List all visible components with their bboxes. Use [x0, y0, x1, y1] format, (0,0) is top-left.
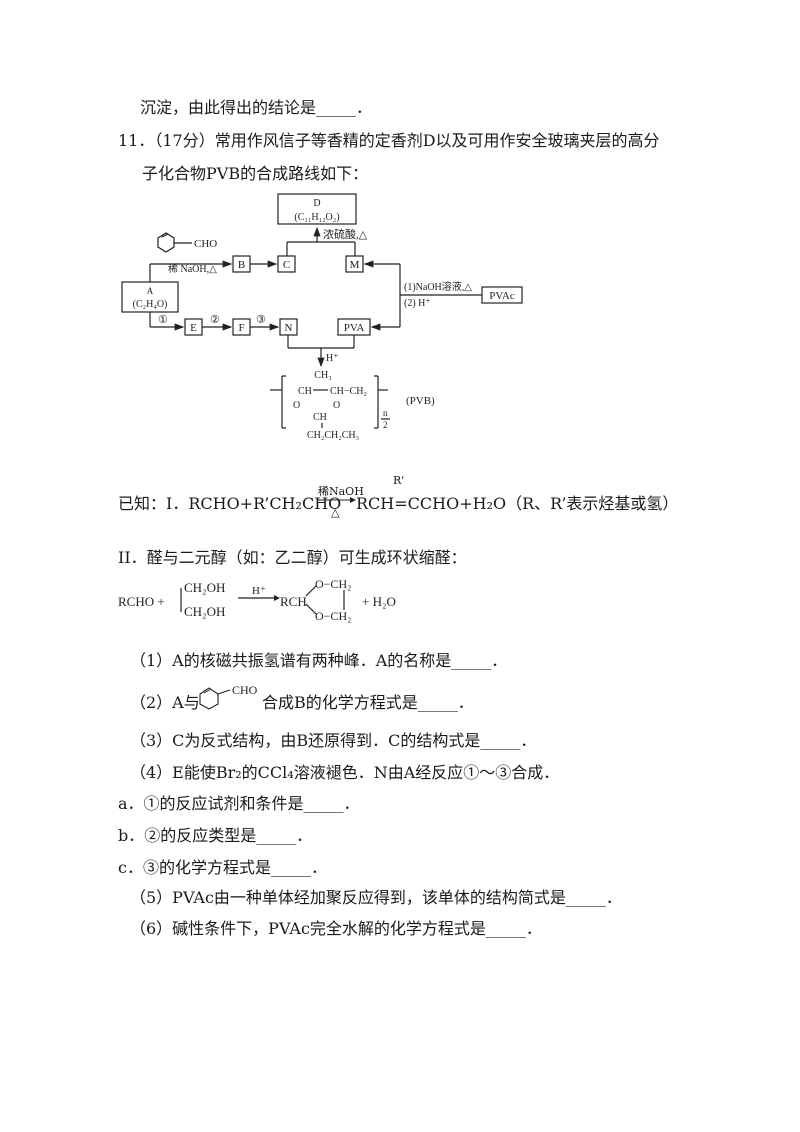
question-3: （3）C为反式结构，由B还原得到．C的结构式是_____． [130, 731, 537, 750]
PVAc-label: PVAc [489, 290, 515, 302]
known-1-post: RCH=CCHO+H₂O（R、R’表示烃基或氢） [356, 494, 679, 513]
svg-text:RCH: RCH [280, 594, 307, 609]
hydrolysis-cond-1: (1)NaOH溶液,△ [404, 280, 472, 293]
known-1-pre: 已知：I．RCHO+R’CH₂CHO [118, 494, 342, 513]
question-4: （4）E能使Br₂的CCl₄溶液褪色．N由A经反应①～③合成． [130, 763, 560, 782]
question-2-pre: （2）A与 [130, 693, 200, 712]
svg-text:CH−CH₂: CH−CH₂ [330, 386, 367, 397]
svg-text:CH: CH [298, 386, 312, 397]
benzaldehyde-icon [157, 232, 192, 253]
question-5: （5）PVAc由一种单体经加聚反应得到，该单体的结构简式是_____． [130, 888, 622, 907]
question-1: （1）A的核磁共振氢谱有两种峰．A的名称是_____． [130, 651, 508, 670]
A-formula: (C₂H₄O) [133, 299, 168, 310]
svg-text:O−CH₂: O−CH₂ [315, 609, 351, 623]
box-C [277, 255, 296, 273]
svg-text:2: 2 [383, 420, 388, 430]
box-M [345, 255, 364, 273]
question-2-post: 合成B的化学方程式是_____． [262, 693, 474, 712]
acetal-reaction: RCHO + CH₂OH CH₂OH H⁺ RCH O−CH₂ O−CH₂ + … [118, 577, 396, 623]
step-2: ② [210, 314, 220, 326]
svg-text:O: O [293, 400, 300, 411]
pvb-structure: CH₃ CH CH−CH₂ O O CH CH₂CH₂CH₃ n 2 (PVB) [270, 370, 435, 440]
pvb-label: (PVB) [406, 395, 435, 407]
svg-text:O: O [333, 400, 340, 411]
N-label: N [285, 322, 293, 334]
known-1-condition-bottom: △ [331, 506, 340, 519]
hydrolysis-cond-2: (2) H⁺ [404, 298, 431, 309]
B-label: B [238, 259, 245, 271]
svg-text:+ H₂O: + H₂O [362, 594, 396, 609]
synthesis-scheme: D (C₁₁H₁₂O₂) 浓硫酸,△ CHO 稀 NaOH,△ B C M A … [121, 193, 523, 440]
C-label: C [283, 259, 290, 271]
known-1-condition-top: 稀NaOH [318, 485, 364, 498]
svg-text:CH₃: CH₃ [314, 370, 331, 381]
svg-text:n: n [383, 408, 388, 418]
question-4b: b．②的反应类型是_____． [118, 826, 313, 845]
D-label: D [313, 198, 320, 209]
A-label: A [147, 286, 154, 296]
D-formula: (C₁₁H₁₂O₂) [294, 212, 339, 223]
conc-acid-cond: 浓硫酸,△ [323, 227, 368, 241]
svg-text:CH₂OH: CH₂OH [184, 580, 225, 595]
step-3: ③ [256, 314, 266, 326]
svg-text:CHO: CHO [232, 683, 258, 697]
step-1: ① [158, 314, 168, 326]
M-label: M [350, 259, 360, 271]
question-4a: a．①的反应试剂和条件是_____． [118, 794, 360, 813]
box-D [277, 193, 357, 225]
svg-text:H⁺: H⁺ [252, 585, 266, 597]
known-1-substituent: R' [393, 474, 405, 487]
known-1-arrow [318, 497, 356, 503]
svg-text:CH₂OH: CH₂OH [184, 604, 225, 619]
question-6: （6）碱性条件下，PVAc完全水解的化学方程式是_____． [130, 919, 542, 938]
E-label: E [190, 322, 197, 334]
svg-text:CH: CH [313, 412, 327, 423]
naoh-dilute-cond: 稀 NaOH,△ [168, 262, 217, 275]
question-4c: c．③的化学方程式是_____． [118, 858, 327, 877]
question-11-header: 11．（17分）常用作风信子等香精的定香剂D以及可用作安全玻璃夹层的高分 [118, 131, 660, 150]
PVA-label: PVA [344, 322, 365, 334]
known-2: II．醛与二元醇（如：乙二醇）可生成环状缩醛： [118, 548, 467, 567]
hplus-cond: H⁺ [326, 353, 339, 364]
benzaldehyde-icon: CHO [199, 683, 258, 710]
text-line-conclusion: 沉淀，由此得出的结论是_____． [140, 98, 373, 117]
F-label: F [238, 322, 244, 334]
svg-text:CH₂CH₂CH₃: CH₂CH₂CH₃ [307, 430, 359, 440]
question-11-header-cont: 子化合物PVB的合成路线如下： [142, 164, 369, 183]
svg-text:O−CH₂: O−CH₂ [315, 577, 351, 591]
svg-text:RCHO +: RCHO + [118, 594, 165, 609]
cho-label: CHO [194, 238, 217, 250]
